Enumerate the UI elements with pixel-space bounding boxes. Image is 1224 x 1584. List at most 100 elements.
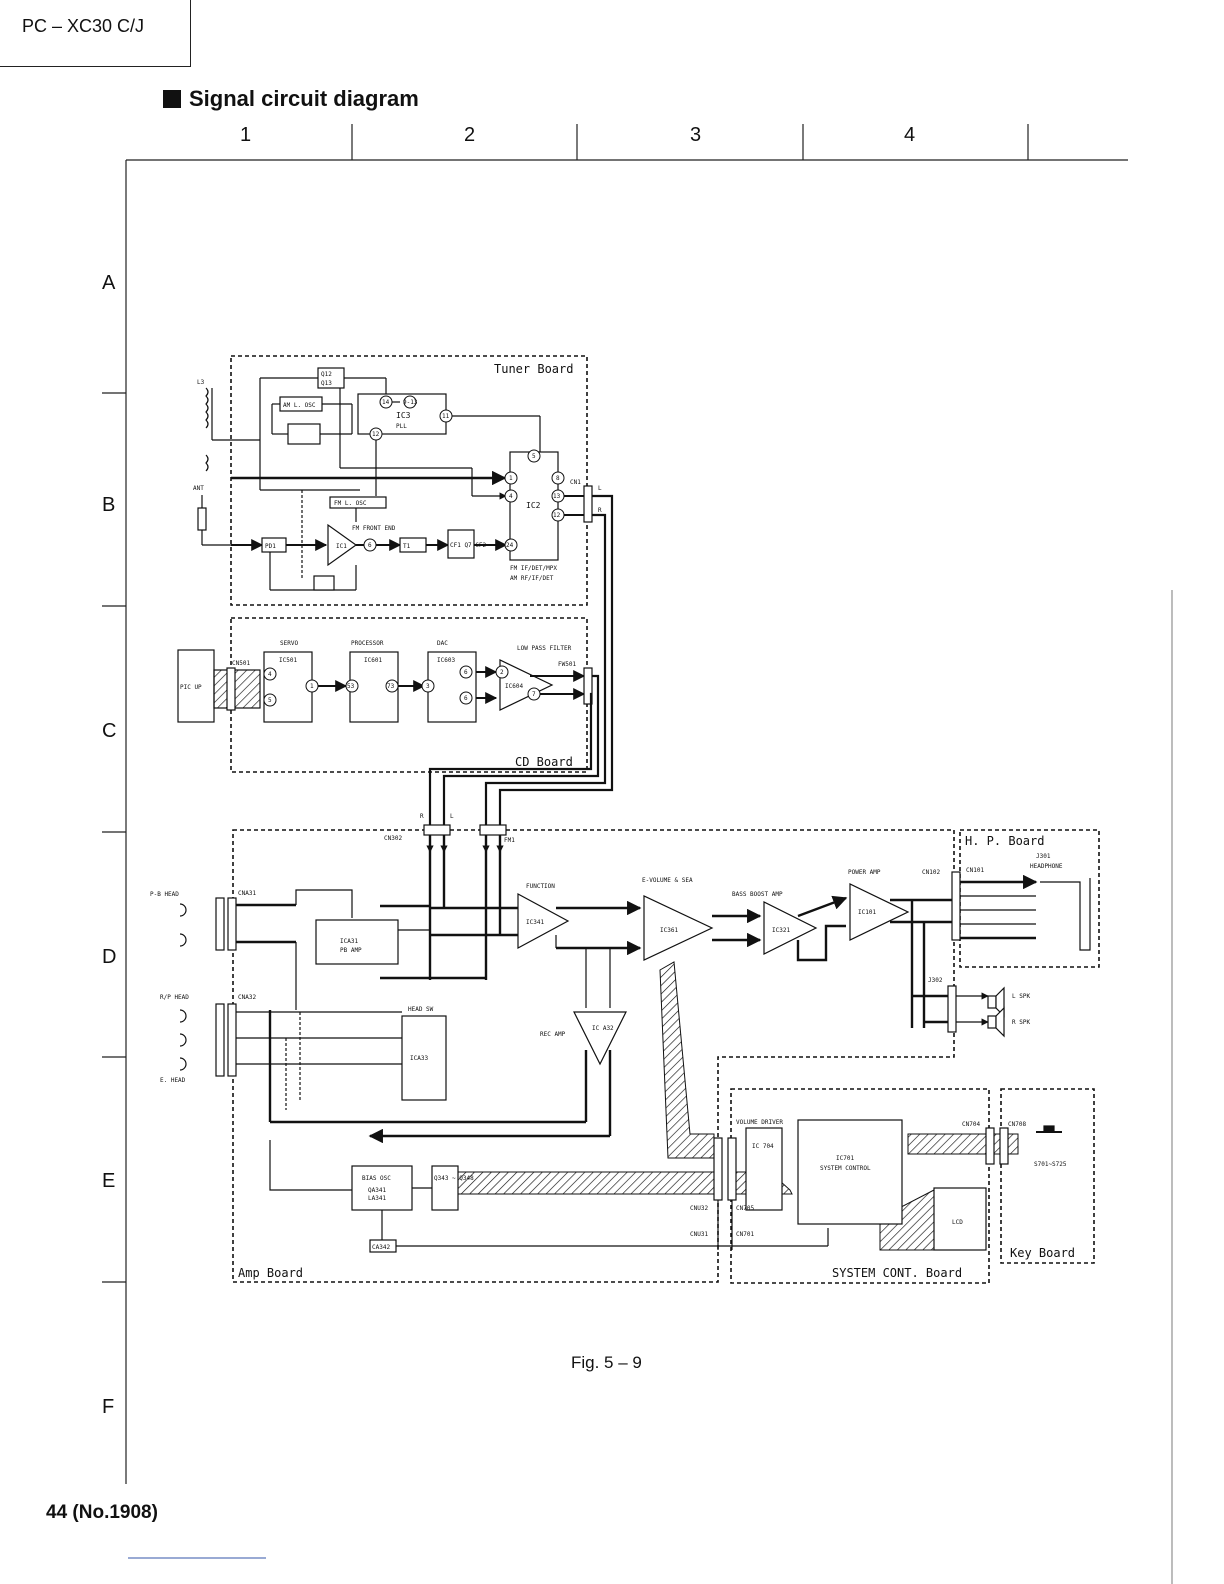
- servo-label: SERVO: [280, 640, 298, 647]
- fm-if-label: FM IF/DET/MPX: [510, 565, 557, 572]
- processor-label: PROCESSOR: [351, 640, 384, 647]
- cnu32-label: CNU32: [690, 1205, 708, 1212]
- cn704-label: CN704: [962, 1121, 980, 1128]
- section-title-text: Signal circuit diagram: [189, 86, 419, 111]
- figure-caption: Fig. 5 – 9: [571, 1353, 642, 1372]
- amp-board-label: Amp Board: [238, 1266, 303, 1280]
- lcd-label: LCD: [952, 1219, 963, 1226]
- q12-label: Q12: [321, 371, 332, 378]
- cd-board-outline: [230, 617, 588, 773]
- cn1-label: CN1: [570, 479, 581, 486]
- ic701-label: IC701: [836, 1155, 854, 1162]
- bias-label: BIAS OSC: [362, 1175, 391, 1182]
- ic603-label: IC603: [437, 657, 455, 664]
- ant-label: ANT: [193, 485, 204, 492]
- syscon-label: SYSTEM CONTROL: [820, 1165, 871, 1172]
- pin: 5: [268, 697, 272, 704]
- pin: 9-13: [403, 399, 418, 406]
- evolume-label: E-VOLUME & SEA: [642, 877, 693, 884]
- rspk-label: R SPK: [1012, 1019, 1030, 1026]
- model-box: [0, 0, 191, 67]
- key-board-outline: [1000, 1088, 1095, 1264]
- cn501-label: CN501: [232, 660, 250, 667]
- hp-wiring: [947, 871, 1091, 1038]
- dac-label: DAC: [437, 640, 448, 647]
- pin: 11: [442, 413, 450, 420]
- pin: 12: [372, 431, 380, 438]
- grid-frame: [102, 124, 1173, 1584]
- tuner-pins: 14 9-13 11 12 5 1 4 8 13 12 24 6: [363, 395, 565, 552]
- cna31-label: CNA31: [238, 890, 256, 897]
- power-label: POWER AMP: [848, 869, 881, 876]
- cd-board-label: CD Board: [515, 755, 573, 769]
- evolume-control-bus: [659, 961, 715, 1159]
- pin: 1: [310, 683, 314, 690]
- tuner-board-label: Tuner Board: [494, 362, 573, 376]
- tuner-output-cable: [484, 485, 614, 830]
- qa341-label: QA341: [368, 1187, 386, 1194]
- cn708-label: CN708: [1008, 1121, 1026, 1128]
- sw-label: S701~S725: [1034, 1161, 1067, 1168]
- ic704-label: IC 704: [752, 1143, 774, 1150]
- cd-pins: 4 5 1 53 73 3 6 6 2 7: [263, 665, 541, 707]
- q13-label: Q13: [321, 380, 332, 387]
- t1-label: T1: [403, 543, 411, 550]
- pin: 73: [387, 683, 395, 690]
- amp-board-outline: [232, 829, 955, 1283]
- row-a: A: [102, 272, 116, 294]
- column-2: 2: [464, 124, 476, 146]
- cn101-label: CN101: [966, 867, 984, 874]
- cn302-label: CN302: [384, 835, 402, 842]
- pb-amp-label: PB AMP: [340, 947, 362, 954]
- system-wiring: [745, 1119, 1062, 1251]
- rec-amp-label: REC AMP: [540, 1031, 566, 1038]
- row-d: D: [102, 946, 117, 968]
- fm-front-label: FM FRONT END: [352, 525, 396, 532]
- volume-driver-label: VOLUME DRIVER: [736, 1119, 783, 1126]
- ic3-label: IC3: [396, 411, 411, 420]
- ic604-label: IC604: [505, 683, 523, 690]
- hp-board-outline: [959, 829, 1100, 968]
- e-head-label: E. HEAD: [160, 1077, 186, 1084]
- function-label: FUNCTION: [526, 883, 555, 890]
- pin: 2: [500, 669, 504, 676]
- j302-label: J302: [928, 977, 943, 984]
- page-number: 44 (No.1908): [46, 1502, 158, 1523]
- row-e: E: [102, 1170, 116, 1192]
- lowpass-label: LOW PASS FILTER: [517, 645, 572, 652]
- row-b: B: [102, 494, 116, 516]
- tuner-l-label: L: [598, 485, 602, 492]
- ic321-label: IC321: [772, 927, 790, 934]
- tuner-wiring: [197, 367, 584, 591]
- cd-wiring: [177, 649, 600, 830]
- am-if-label: AM RF/IF/DET: [510, 575, 554, 582]
- pickup-label: PIC UP: [180, 684, 202, 691]
- pb-head-label: P-B HEAD: [150, 891, 179, 898]
- pll-label: PLL: [396, 423, 407, 430]
- ic501-label: IC501: [279, 657, 297, 664]
- pin: 5: [532, 453, 536, 460]
- lspk-label: L SPK: [1012, 993, 1030, 1000]
- pin: 6: [464, 669, 468, 676]
- key-board-label: Key Board: [1010, 1246, 1075, 1260]
- ic601-label: IC601: [364, 657, 382, 664]
- ic2-label: IC2: [526, 501, 541, 510]
- ic341-label: IC341: [526, 919, 544, 926]
- ica33-label: ICA33: [410, 1055, 428, 1062]
- column-1: 1: [240, 124, 252, 146]
- pin: 13: [553, 493, 561, 500]
- j301-label: J301: [1036, 853, 1051, 860]
- system-board-label: SYSTEM CONT. Board: [832, 1266, 962, 1280]
- ica31-label: ICA31: [340, 938, 358, 945]
- row-c: C: [102, 720, 117, 742]
- pin: 4: [268, 671, 272, 678]
- cn701-label: CN701: [736, 1231, 754, 1238]
- section-title: Signal circuit diagram: [163, 86, 419, 112]
- tuner-board-outline: [230, 355, 588, 606]
- headphone-label: HEADPHONE: [1030, 863, 1063, 870]
- pin: 12: [553, 512, 561, 519]
- model-number: PC – XC30 C/J: [22, 16, 145, 36]
- cf-label: CF1 Q7 CF2: [450, 542, 487, 549]
- pd1-label: PD1: [265, 543, 276, 550]
